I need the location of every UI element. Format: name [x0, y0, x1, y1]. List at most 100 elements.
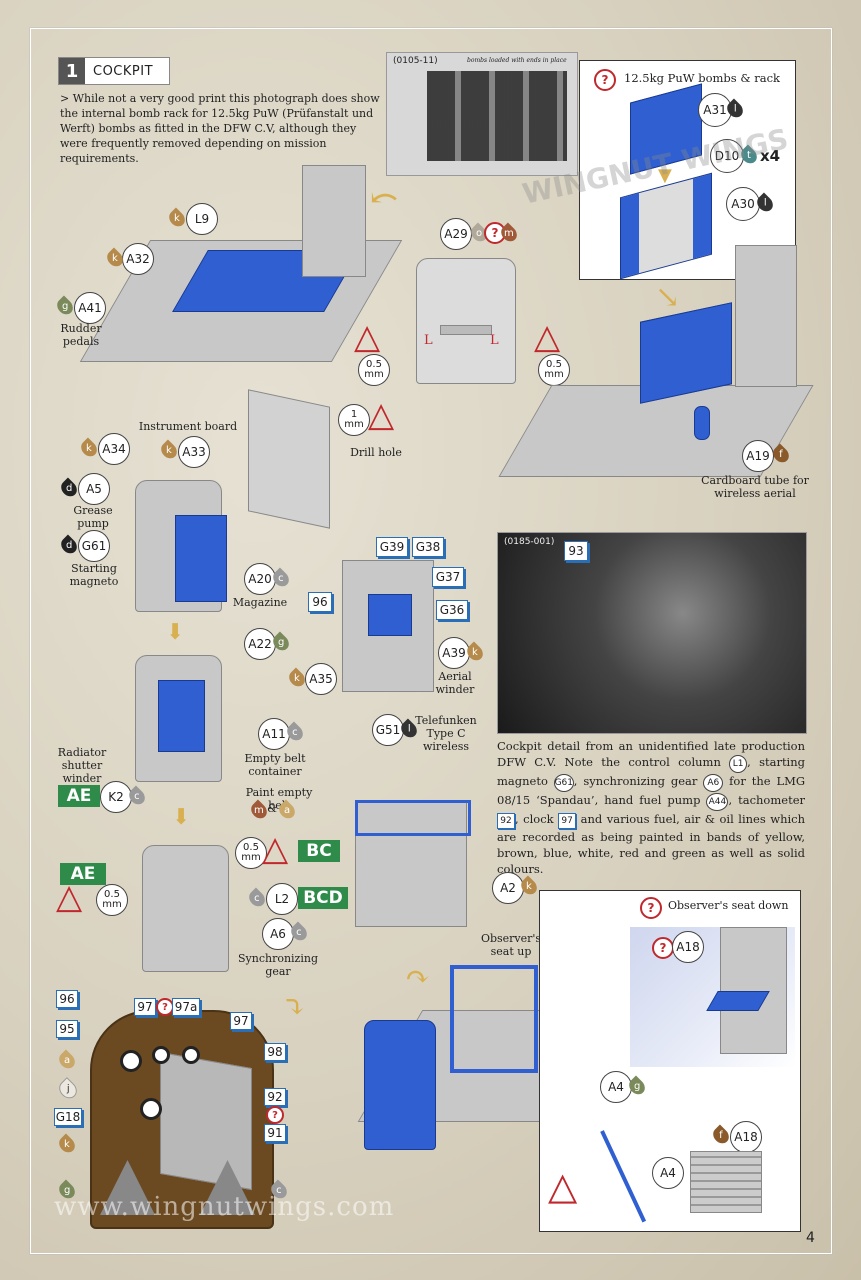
part-A33: A33	[178, 436, 210, 468]
radiator-label: Radiator shutter winder	[57, 746, 107, 785]
ref-92: 92	[264, 1088, 286, 1106]
rack-frame	[450, 965, 538, 1073]
arrow-curve-icon-2: ↷	[405, 960, 431, 995]
part-A20: A20	[244, 563, 276, 595]
observer-seat-down-title: Observer's seat down	[668, 899, 789, 912]
drill-warning-icon-5: △	[262, 829, 289, 869]
page-number: 4	[806, 1230, 815, 1246]
frame-A2	[355, 800, 471, 836]
bulkhead-panel	[416, 258, 516, 384]
part-L9: L9	[186, 203, 218, 235]
rotate-arrow-icon: ⤺	[370, 178, 399, 218]
rear-bulkhead-3	[720, 927, 787, 1054]
ref-95: 95	[56, 1020, 78, 1038]
part-K2: K2	[100, 781, 132, 813]
instrument-board-label: Instrument board	[138, 420, 238, 433]
part-A19: A19	[742, 440, 774, 472]
part-A39: A39	[438, 637, 470, 669]
clock-icon	[140, 1098, 162, 1120]
intro-text: > While not a very good print this photo…	[60, 92, 380, 165]
cardboard-tube-label: Cardboard tube for wireless aerial	[701, 474, 809, 500]
part-A34: A34	[98, 433, 130, 465]
rudder-pedals-label: Rudder pedals	[60, 322, 102, 348]
cardboard-tube	[694, 406, 710, 440]
question-icon-4: ?	[652, 937, 674, 959]
seat-back-panel	[302, 165, 366, 277]
question-icon: ?	[594, 69, 616, 91]
part-A18-b: A18	[730, 1121, 762, 1153]
bulkhead-slot	[440, 325, 492, 335]
hole-L-right: L	[490, 333, 499, 348]
amp-label: &	[267, 802, 277, 815]
drill-warning-icon-4: △	[56, 877, 83, 917]
part-A11: A11	[258, 718, 290, 750]
seat-frame-detail	[690, 1151, 762, 1213]
quantity-label: x4	[760, 147, 781, 165]
part-A30: A30	[726, 187, 760, 221]
rear-bulkhead	[735, 245, 797, 387]
photo2-id: (0185-001)	[504, 537, 555, 547]
gauge-1-icon	[120, 1050, 142, 1072]
code-AE-2: AE	[60, 863, 106, 885]
drill-warning-icon-2: △	[534, 317, 561, 357]
ref-91: 91	[264, 1124, 286, 1142]
ref-98: 98	[264, 1043, 286, 1061]
question-icon-2: ?	[484, 222, 506, 244]
arrow-down-icon: ▼	[658, 165, 672, 186]
cut-warning-icon: △	[548, 1164, 578, 1208]
part-A2: A2	[492, 872, 524, 904]
drill-warning-icon: △	[354, 317, 381, 357]
empty-belt-label: Empty belt container	[244, 752, 306, 778]
part-A4: A4	[600, 1071, 632, 1103]
part-G51: G51	[372, 714, 404, 746]
question-icon-3: ?	[640, 897, 662, 919]
front-bulkhead-blue	[364, 1020, 436, 1150]
observer-seat-down-box: ? Observer's seat down ? A18 A4 g △ A18 …	[539, 890, 801, 1232]
part-G61: G61	[78, 530, 110, 562]
starting-magneto-label: Starting magneto	[69, 562, 119, 588]
observer-seat-up-label: Observer's seat up	[480, 932, 542, 958]
bomb-box-title: 12.5kg PuW bombs & rack	[624, 71, 780, 85]
question-icon-6: ?	[266, 1106, 284, 1124]
grease-pump-label: Grease pump	[73, 504, 113, 530]
arrow-curve-icon-3: ⤵	[282, 990, 308, 1025]
part-A6: A6	[262, 918, 294, 950]
instrument-panel-plate	[160, 1051, 252, 1191]
magazine-label: Magazine	[232, 596, 288, 609]
rod-part	[600, 1130, 647, 1223]
photo-id: (0105-11)	[393, 56, 438, 66]
bomb-rack-image	[427, 71, 567, 161]
ref-97-b: 97	[230, 1012, 252, 1030]
part-A22: A22	[244, 628, 276, 660]
paint-f-icon-2: f	[710, 1124, 732, 1147]
gauge-3-icon	[182, 1046, 200, 1064]
drill-warning-icon-3: △	[368, 395, 395, 435]
arrow-curve-icon: ↘	[655, 280, 681, 315]
part-A18: A18	[672, 931, 704, 963]
ref-93: 93	[564, 541, 588, 561]
front-bulkhead-3	[142, 845, 229, 972]
photo-handwriting: bombs loaded with ends in place	[467, 57, 567, 64]
wireless-with-frame	[355, 800, 467, 927]
drill-hole-label: Drill hole	[350, 446, 402, 459]
instrument-board-part	[248, 389, 330, 529]
ref-96: 96	[56, 990, 78, 1008]
part-A35: A35	[305, 663, 337, 695]
part-A29: A29	[440, 218, 472, 250]
part-A5: A5	[78, 473, 110, 505]
ref-G36: G36	[436, 600, 468, 620]
hole-L-left: L	[424, 333, 433, 348]
step-number: 1	[59, 58, 85, 84]
part-A4-b: A4	[652, 1157, 684, 1189]
belt-container-part	[158, 680, 205, 752]
ref-G37: G37	[432, 567, 464, 587]
step-title: COCKPIT	[93, 63, 154, 79]
ref-97a: 97a	[172, 998, 200, 1016]
page-frame	[30, 28, 832, 1254]
part-A41: A41	[74, 292, 106, 324]
